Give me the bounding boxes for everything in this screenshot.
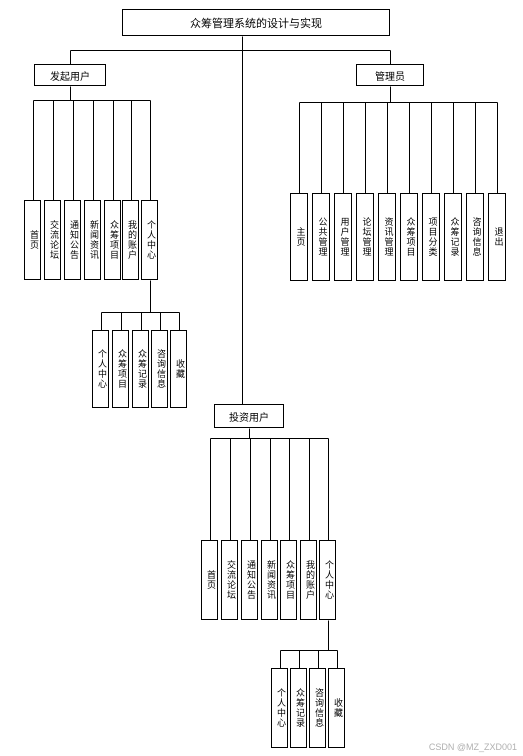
- admin-item: 公共管理: [312, 193, 330, 281]
- initiator-item: 新闻资讯: [84, 200, 101, 280]
- initiator-item: 通知公告: [64, 200, 81, 280]
- initiator-pc-item: 收藏: [170, 330, 187, 408]
- admin-item: 项目分类: [422, 193, 440, 281]
- investor-pc-item: 收藏: [328, 668, 345, 748]
- admin-node: 管理员: [356, 64, 424, 86]
- watermark: CSDN @MZ_ZXD001: [428, 742, 517, 752]
- investor-item-personal-center: 个人中心: [319, 540, 336, 620]
- investor-user-node: 投资用户: [214, 404, 284, 428]
- investor-pc-item: 众筹记录: [290, 668, 307, 748]
- initiator-pc-item: 个人中心: [92, 330, 109, 408]
- investor-item: 交流论坛: [221, 540, 238, 620]
- initiator-item-personal-center: 个人中心: [141, 200, 158, 280]
- investor-item: 新闻资讯: [261, 540, 278, 620]
- initiator-item: 我的账户: [122, 200, 139, 280]
- admin-item: 论坛管理: [356, 193, 374, 281]
- initiator-user-node: 发起用户: [34, 64, 106, 86]
- admin-item: 用户管理: [334, 193, 352, 281]
- initiator-pc-item: 咨询信息: [151, 330, 168, 408]
- initiator-item: 首页: [24, 200, 41, 280]
- initiator-pc-item: 众筹项目: [112, 330, 129, 408]
- initiator-item: 众筹项目: [104, 200, 121, 280]
- admin-item: 退出: [488, 193, 506, 281]
- initiator-pc-item: 众筹记录: [132, 330, 149, 408]
- initiator-item: 交流论坛: [44, 200, 61, 280]
- investor-item: 我的账户: [300, 540, 317, 620]
- admin-item: 主页: [290, 193, 308, 281]
- admin-item: 众筹项目: [400, 193, 418, 281]
- root-node: 众筹管理系统的设计与实现: [122, 9, 390, 36]
- investor-pc-item: 个人中心: [271, 668, 288, 748]
- admin-item: 众筹记录: [444, 193, 462, 281]
- admin-item: 资讯管理: [378, 193, 396, 281]
- investor-item: 首页: [201, 540, 218, 620]
- admin-item: 咨询信息: [466, 193, 484, 281]
- investor-item: 众筹项目: [280, 540, 297, 620]
- investor-item: 通知公告: [241, 540, 258, 620]
- investor-pc-item: 咨询信息: [309, 668, 326, 748]
